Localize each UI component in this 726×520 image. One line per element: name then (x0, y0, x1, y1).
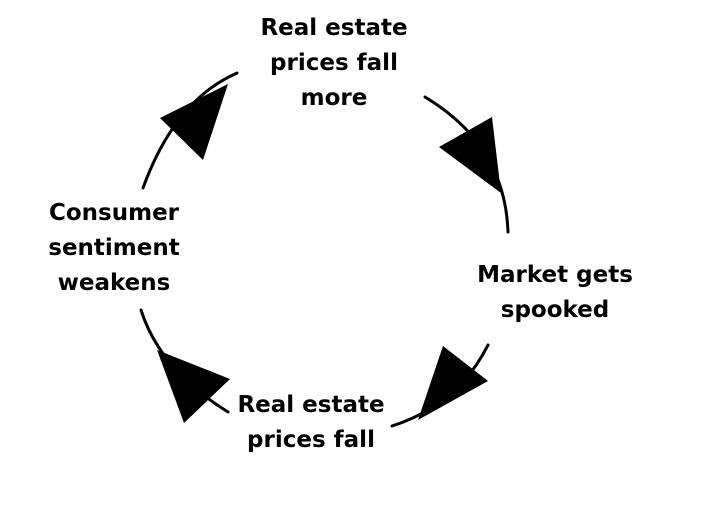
node-label-top: Real estate prices fall more (234, 11, 434, 116)
node-label-line: sentiment (48, 235, 180, 261)
arrowhead-top-right (439, 117, 501, 193)
node-label-line: Real estate (260, 15, 408, 41)
arrowheads-group (157, 84, 501, 423)
node-label-right: Market gets spooked (455, 258, 655, 328)
node-label-line: Market gets (477, 262, 633, 288)
arrowhead-bottom-right (418, 346, 488, 420)
node-label-line: more (300, 85, 368, 111)
arrowhead-top-left (160, 84, 228, 160)
node-label-line: spooked (500, 297, 610, 323)
node-label-line: Real estate (237, 392, 385, 418)
node-label-left: Consumer sentiment weakens (14, 196, 214, 301)
node-label-line: weakens (57, 270, 171, 296)
node-label-bottom: Real estate prices fall (211, 388, 411, 458)
node-label-line: prices fall (270, 50, 398, 76)
node-label-line: Consumer (48, 200, 180, 226)
arrowhead-bottom-left (157, 350, 230, 423)
node-label-line: prices fall (247, 427, 375, 453)
